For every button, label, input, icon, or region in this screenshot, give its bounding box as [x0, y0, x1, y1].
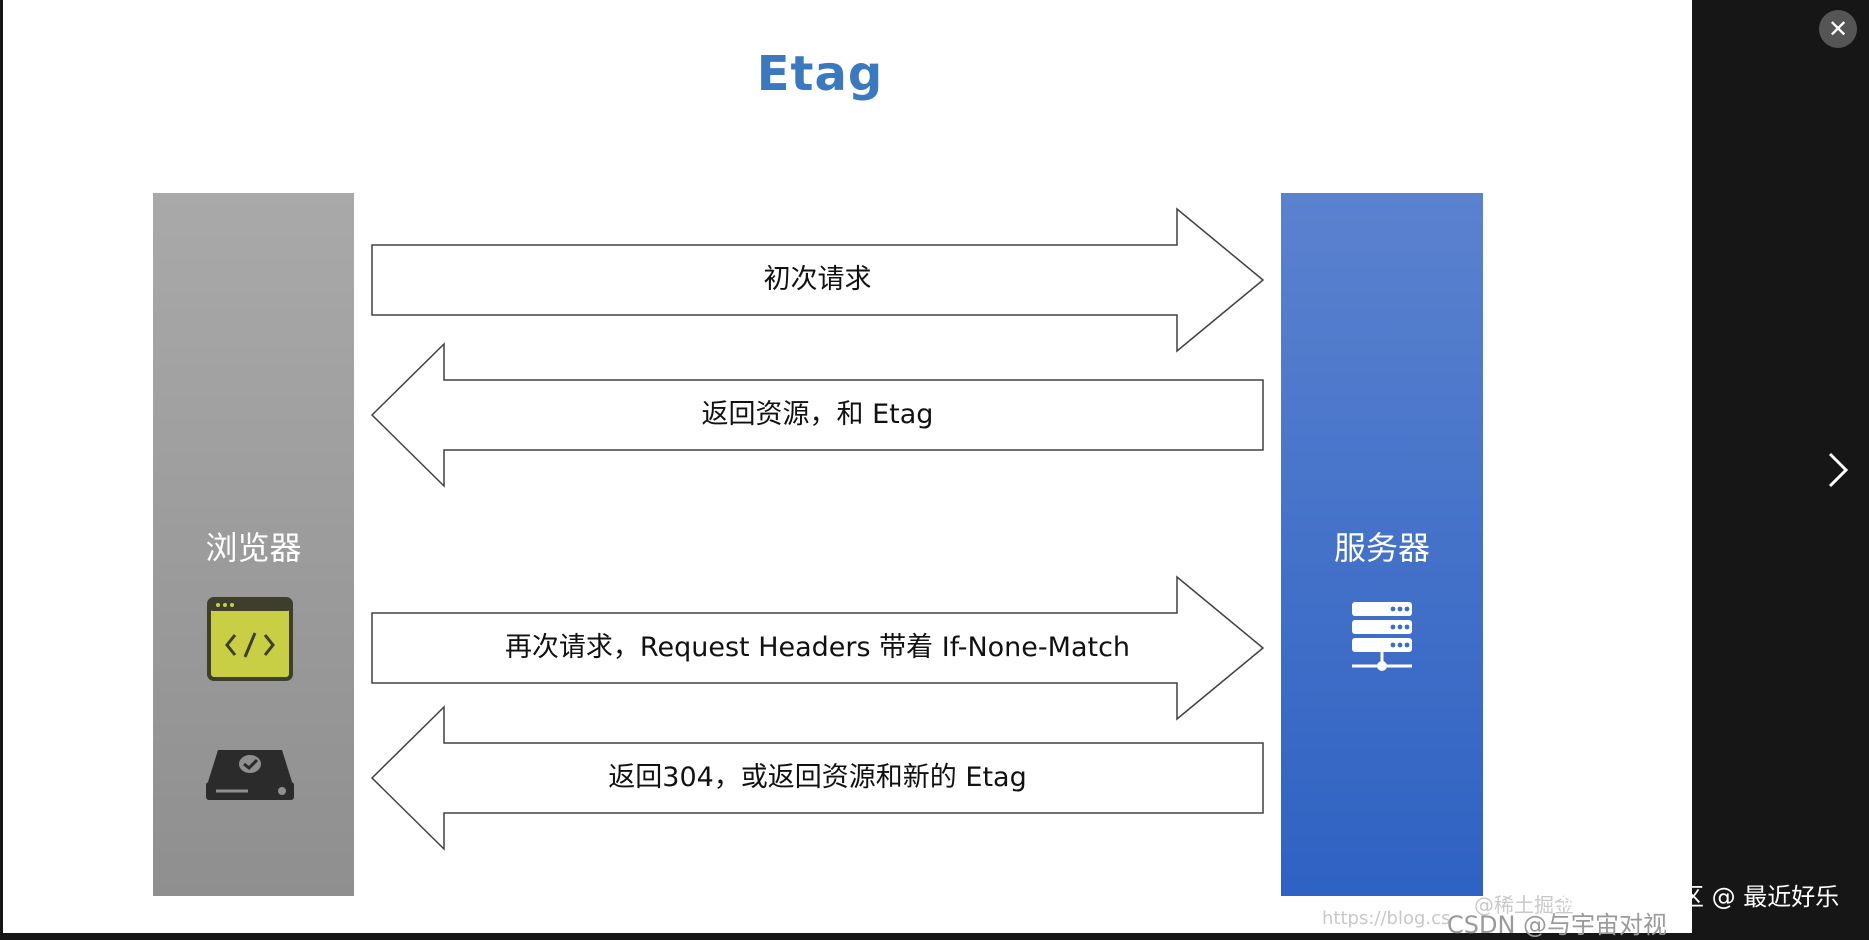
left-arrow-shape	[370, 342, 1264, 488]
chevron-right-icon	[1828, 452, 1849, 488]
viewer-left-edge	[0, 0, 3, 933]
arrow-label: 初次请求	[763, 264, 872, 295]
arrow-return-304: 返回304，或返回资源和新的 Etag	[370, 705, 1265, 851]
next-image-button[interactable]	[1817, 448, 1857, 492]
close-button[interactable]: ✕	[1819, 10, 1857, 48]
server-icon	[1352, 602, 1412, 671]
arrow-initial-request: 初次请求	[370, 207, 1265, 353]
arrow-label: 返回304，或返回资源和新的 Etag	[608, 762, 1027, 793]
arrow-label: 返回资源，和 Etag	[701, 399, 934, 430]
slide: Etag 浏览器 服务器	[0, 0, 1692, 939]
server-column: 服务器	[1281, 193, 1483, 896]
right-arrow-shape	[371, 575, 1265, 721]
arrow-label: 再次请求，Request Headers 带着 If-None-Match	[504, 632, 1131, 663]
hard-disk-icon	[206, 750, 294, 800]
slide-title: Etag	[756, 46, 884, 102]
browser-column: 浏览器	[153, 193, 354, 896]
watermark-url: https://blog.cs	[1322, 908, 1451, 929]
arrow-return-resource: 返回资源，和 Etag	[370, 342, 1265, 488]
arrow-second-request: 再次请求，Request Headers 带着 If-None-Match	[370, 575, 1265, 721]
server-label: 服务器	[1333, 529, 1430, 567]
watermark-juejin-user: @稀土掘金	[1474, 893, 1574, 917]
close-icon: ✕	[1827, 15, 1849, 43]
browser-label: 浏览器	[205, 529, 302, 567]
watermark-site: 掘金技术社区 @ 最近好乐	[1560, 883, 1840, 911]
code-window-icon	[207, 597, 293, 681]
right-arrow-shape	[371, 207, 1265, 353]
left-arrow-shape	[370, 705, 1264, 851]
